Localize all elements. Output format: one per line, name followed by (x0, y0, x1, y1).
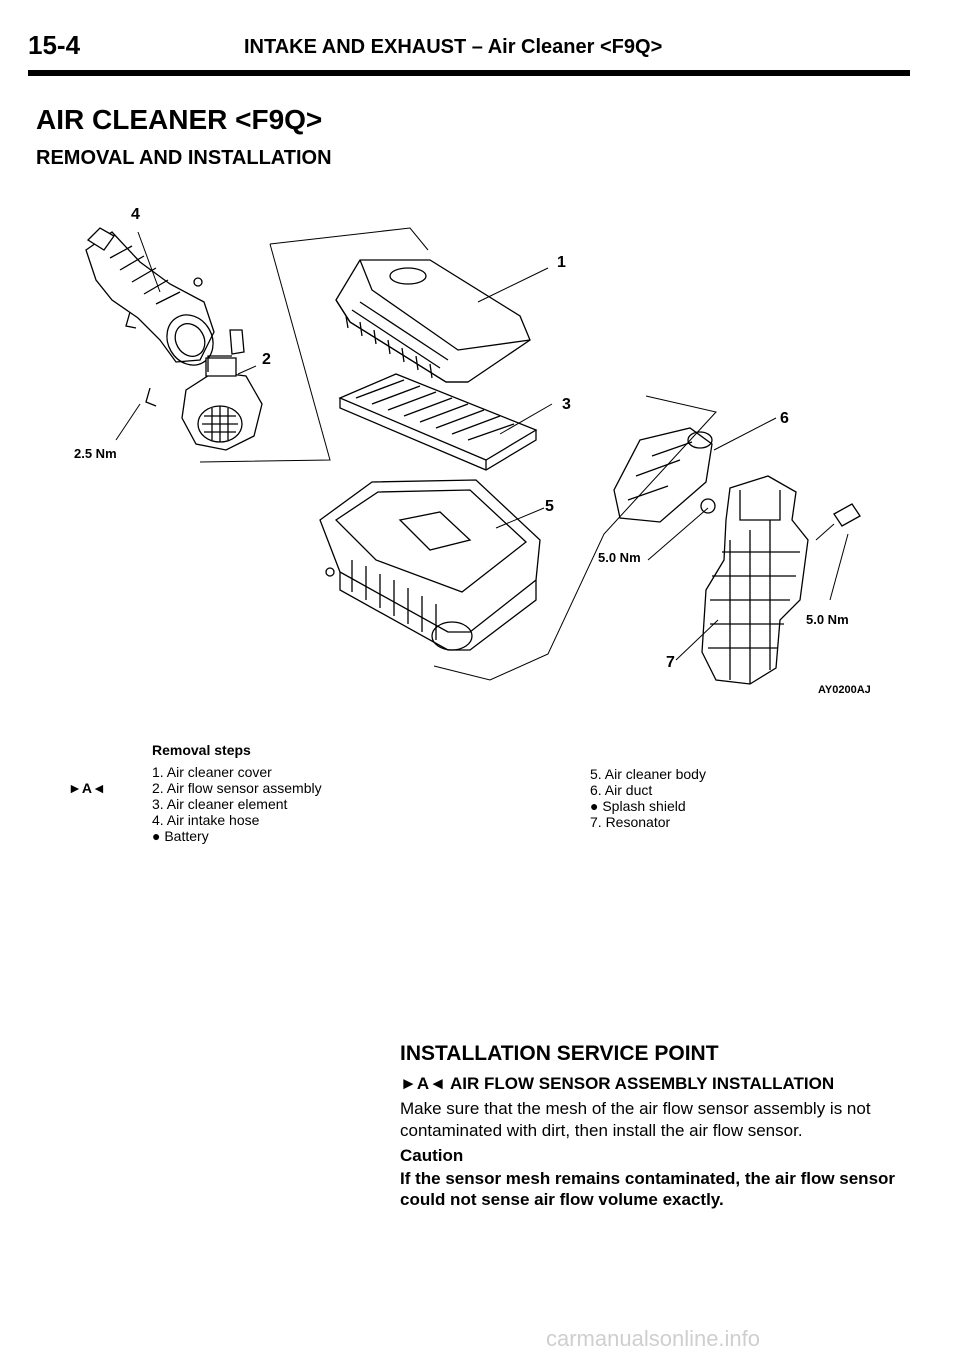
service-point-marker: ►A◄ (68, 780, 106, 796)
service-point-subtitle: ►A◄ AIR FLOW SENSOR ASSEMBLY INSTALLATIO… (400, 1074, 835, 1093)
torque-label: 5.0 Nm (806, 612, 849, 627)
callout-3: 3 (562, 396, 571, 413)
step-item: 6. Air duct (590, 782, 653, 798)
callout-5: 5 (545, 498, 554, 515)
exploded-diagram (85, 227, 861, 685)
step-item: 4. Air intake hose (152, 812, 260, 828)
step-item: 7. Resonator (590, 814, 671, 830)
service-point-body: Make sure that the mesh of the air flow … (400, 1099, 871, 1140)
torque-label: 5.0 Nm (598, 550, 641, 565)
caution-heading: Caution (400, 1146, 464, 1165)
air-intake-hose-drawing (85, 227, 215, 366)
air-cleaner-element-drawing (338, 373, 538, 471)
callout-4: 4 (131, 206, 140, 223)
step-item: 1. Air cleaner cover (152, 764, 272, 780)
air-flow-sensor-drawing (145, 329, 263, 451)
step-item: 2. Air flow sensor assembly (152, 780, 322, 796)
air-cleaner-body-drawing (319, 479, 541, 651)
air-cleaner-cover-drawing (335, 259, 531, 383)
page-subtitle: REMOVAL AND INSTALLATION (36, 147, 332, 169)
service-point-title: INSTALLATION SERVICE POINT (400, 1042, 719, 1065)
callout-6: 6 (780, 410, 789, 427)
step-item: ● Battery (152, 828, 209, 844)
callout-7: 7 (666, 654, 675, 671)
air-duct-drawing (613, 427, 713, 523)
removal-steps-right: 5. Air cleaner body 6. Air duct ● Splash… (590, 766, 706, 830)
callout-1: 1 (557, 254, 566, 271)
page-number: 15-4 (28, 30, 81, 60)
callout-2: 2 (262, 351, 271, 368)
removal-steps-left: 1. Air cleaner cover 2. Air flow sensor … (152, 764, 322, 844)
figure-code: AY0200AJ (818, 684, 871, 696)
header-rule (28, 70, 910, 76)
step-item: 5. Air cleaner body (590, 766, 706, 782)
page-title: AIR CLEANER <F9Q> (36, 104, 323, 135)
watermark: carmanualsonline.info (546, 1326, 761, 1351)
torque-label: 2.5 Nm (74, 446, 117, 461)
step-item: ● Splash shield (590, 798, 686, 814)
resonator-drawing (700, 475, 861, 685)
removal-steps-title: Removal steps (152, 742, 251, 758)
leader-lines (115, 227, 849, 681)
caution-text: If the sensor mesh remains contaminated,… (400, 1169, 896, 1209)
section-title: INTAKE AND EXHAUST – Air Cleaner <F9Q> (244, 36, 663, 58)
step-item: 3. Air cleaner element (152, 796, 288, 812)
